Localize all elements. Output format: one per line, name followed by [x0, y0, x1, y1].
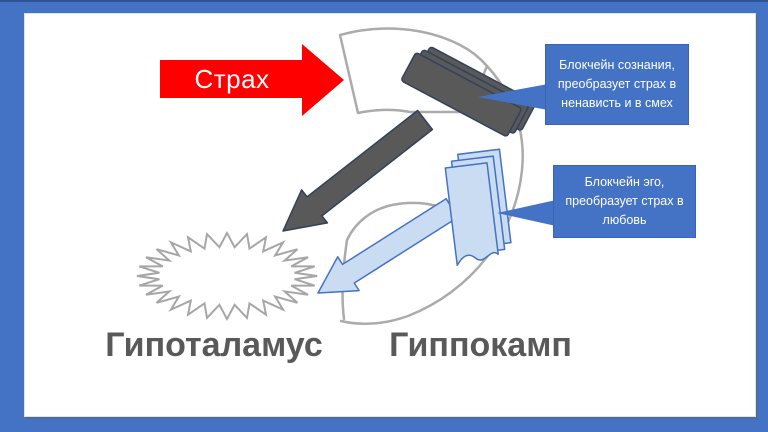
fear-arrow-label: Страх [194, 63, 270, 94]
fear-arrow-shape [160, 44, 344, 116]
dark-arrow [282, 109, 434, 232]
callout-ego-text: Блокчейн эго, преобразует страх в любовь [565, 175, 684, 227]
callout-consciousness-pointer [478, 84, 548, 110]
label-hippocampus: Гиппокамп [389, 326, 572, 364]
ego-document-stack [444, 148, 512, 267]
consciousness-card-front [401, 52, 522, 137]
label-hypothalamus: Гипоталамус [105, 326, 323, 364]
slide-frame-top-edge [0, 0, 768, 2]
hypothalamus-starburst [136, 230, 318, 322]
consciousness-card-stack [401, 46, 537, 137]
callout-ego-pointer [497, 200, 556, 226]
callout-consciousness: Блокчейн сознания, преобразует страх в н… [545, 44, 689, 125]
light-blue-arrow [317, 197, 459, 294]
callout-ego: Блокчейн эго, преобразует страх в любовь [553, 165, 696, 238]
ego-document-front [444, 162, 499, 267]
callout-consciousness-text: Блокчейн сознания, преобразует страх в н… [557, 58, 677, 110]
